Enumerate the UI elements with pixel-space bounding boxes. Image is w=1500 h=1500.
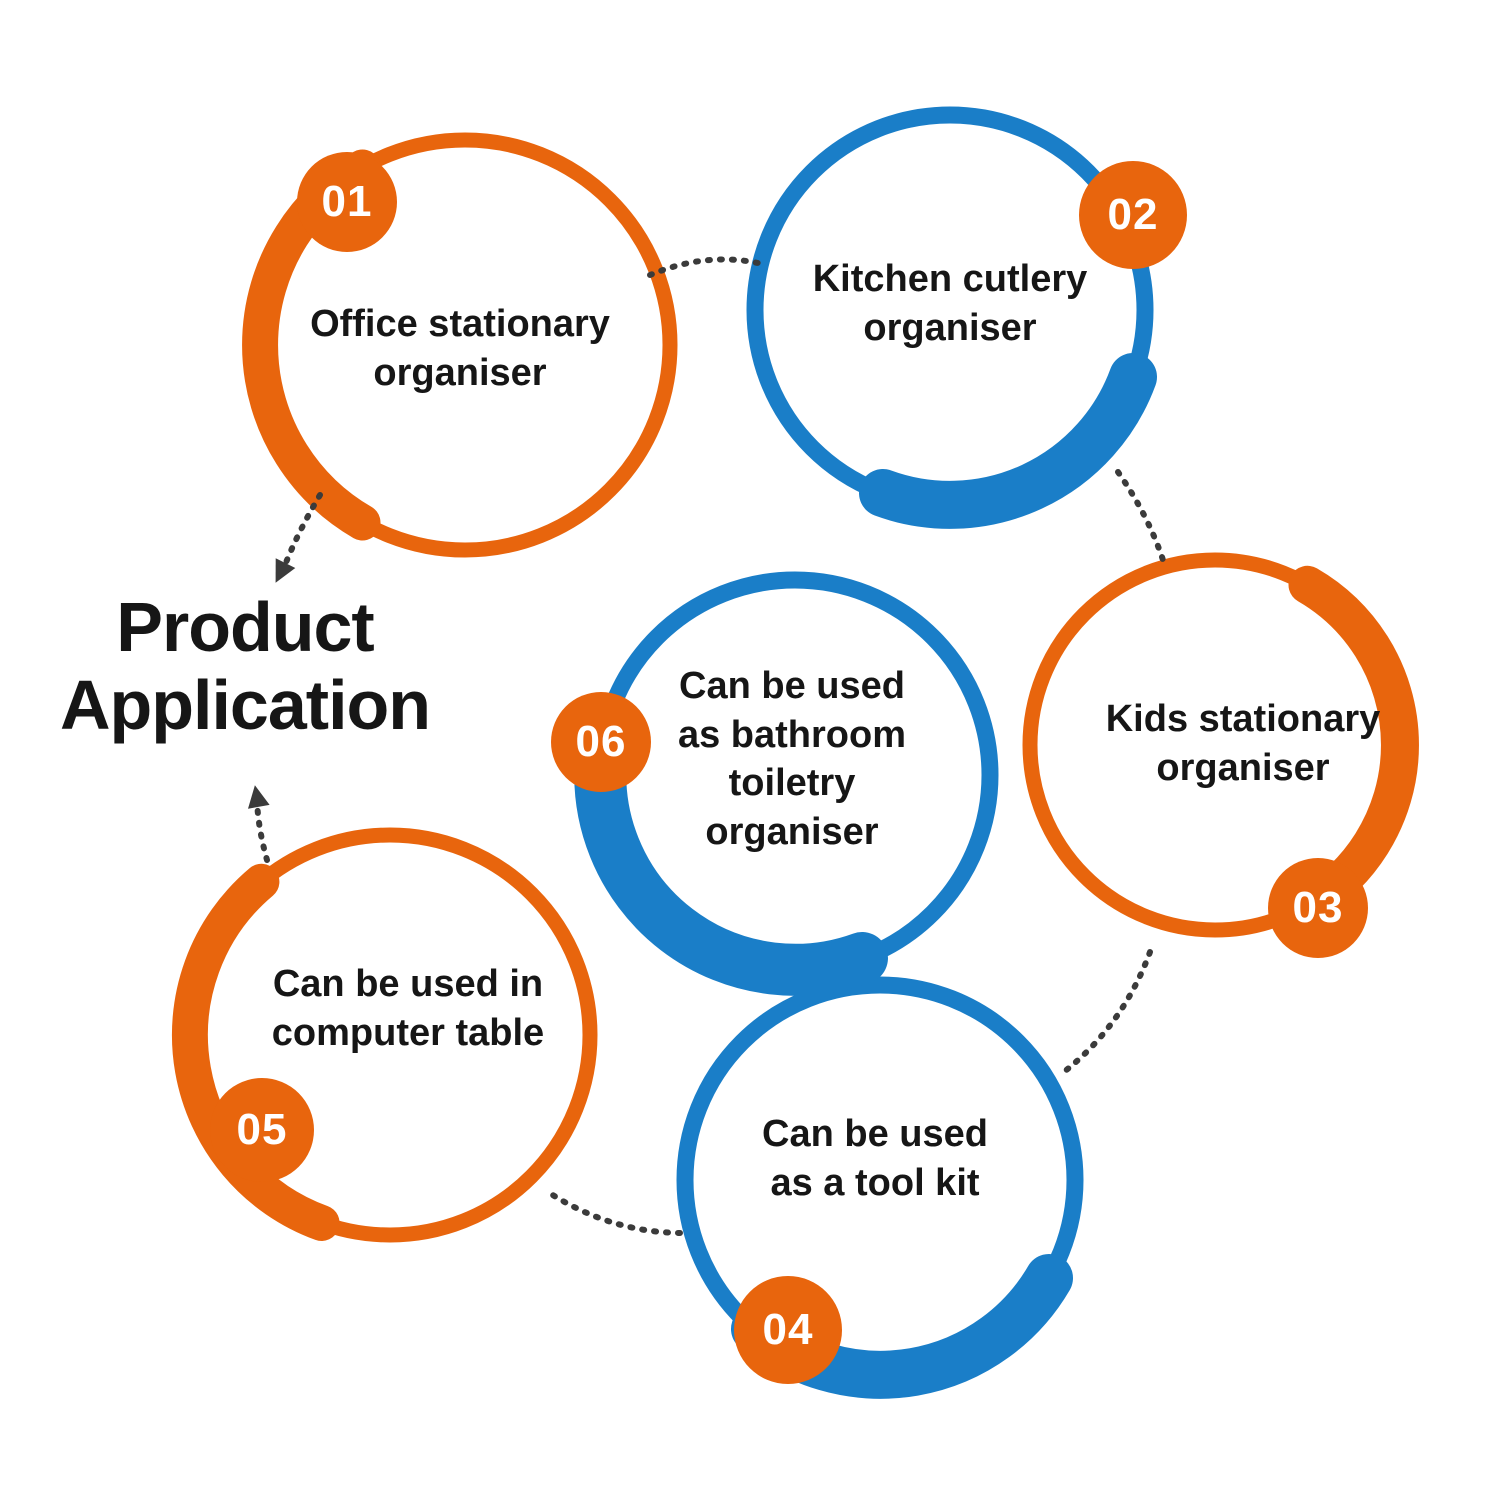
node-05-accent-blob	[171, 863, 340, 1241]
arrowhead-to-title-up-icon	[248, 785, 270, 809]
node-02-badge-number: 02	[1107, 190, 1159, 239]
node-04-badge-number: 04	[762, 1305, 814, 1354]
node-06-badge: 06	[551, 692, 651, 792]
node-06-accent-blob	[574, 732, 888, 996]
connector-04-05	[542, 1187, 683, 1236]
node-02-badge: 02	[1079, 161, 1187, 269]
node-06-label-line-2: as bathroom	[677, 713, 907, 756]
node-02-label: Kitchen cutlery organiser	[770, 255, 1130, 352]
node-06-badge-number: 06	[575, 717, 627, 766]
node-03-badge-number: 03	[1292, 883, 1344, 932]
node-01-label-line-2: organiser	[373, 351, 547, 394]
node-04-label-line-2: as a tool kit	[770, 1161, 980, 1204]
node-06-label-line-3: toiletry	[728, 762, 856, 805]
node-05-label-line-1: Can be used in	[272, 963, 544, 1005]
node-04-badge: 04	[734, 1276, 842, 1384]
node-02-label-line-1: Kitchen cutlery	[812, 258, 1088, 300]
node-05-label-line-2: computer table	[271, 1011, 545, 1054]
node-01-label: Office stationary organiser	[280, 300, 640, 397]
node-06-label: Can be used as bathroom toiletry organis…	[632, 662, 952, 857]
node-01-label-line-1: Office stationary	[310, 303, 610, 345]
connector-02-03	[1115, 469, 1166, 563]
node-03-label-line-1: Kids stationary	[1105, 698, 1381, 740]
page-title: Product Application	[20, 588, 470, 745]
node-03-label-line-2: organiser	[1156, 746, 1330, 789]
node-06-label-line-4: organiser	[705, 810, 879, 853]
page-title-line-1: Product	[116, 588, 374, 666]
connector-03-04	[1057, 949, 1153, 1078]
arrowhead-to-title-down-icon	[275, 558, 296, 583]
node-01-badge: 01	[297, 152, 397, 252]
node-06-label-line-1: Can be used	[679, 665, 905, 707]
node-04-label-line-1: Can be used	[762, 1113, 988, 1155]
node-02-accent-blob	[859, 353, 1157, 529]
node-05-badge-number: 05	[236, 1105, 288, 1154]
node-03-label: Kids stationary organiser	[1073, 695, 1413, 792]
node-03-accent-blob	[1288, 565, 1419, 925]
node-05-label: Can be used in computer table	[228, 960, 588, 1057]
node-02-label-line-2: organiser	[863, 306, 1037, 349]
node-03-badge: 03	[1268, 858, 1368, 958]
connector-01-02	[647, 256, 761, 278]
node-05-badge: 05	[210, 1078, 314, 1182]
arrow-line-node-01-to-title	[282, 492, 323, 568]
arrow-line-node-05-to-title	[254, 797, 270, 863]
node-01-badge-number: 01	[321, 177, 373, 226]
page-title-line-2: Application	[59, 666, 431, 745]
node-04-label: Can be used as a tool kit	[705, 1110, 1045, 1207]
